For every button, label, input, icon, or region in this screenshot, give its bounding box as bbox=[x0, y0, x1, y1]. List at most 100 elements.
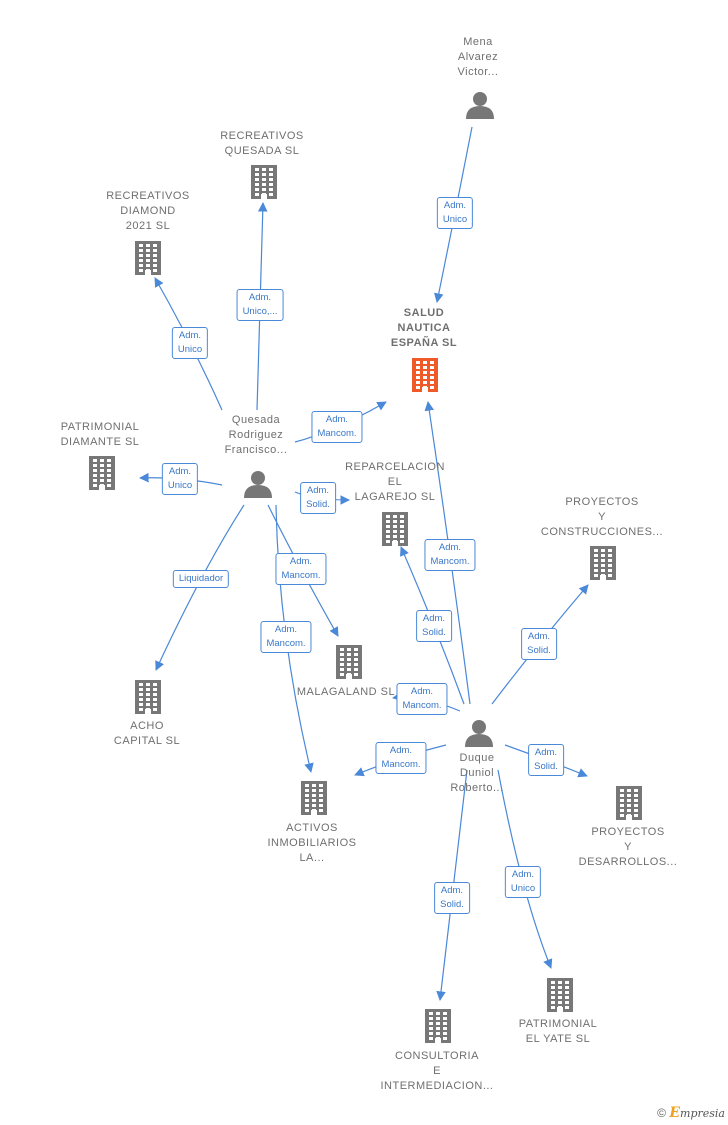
person-icon[interactable] bbox=[465, 720, 493, 747]
edge-label-line: Adm. bbox=[443, 200, 467, 211]
edge-label-quesada-to-recreativos_quesada[interactable]: Adm.Unico,... bbox=[236, 289, 284, 321]
edge-label-line: Unico bbox=[510, 883, 536, 894]
node-label-line: PROYECTOS bbox=[591, 826, 665, 838]
node-label-line: Y bbox=[624, 841, 632, 853]
building-icon[interactable] bbox=[616, 786, 642, 820]
edge-label-line: Mancom. bbox=[430, 556, 470, 567]
edge-label-line: Adm. bbox=[527, 631, 551, 642]
node-label-line: CAPITAL SL bbox=[113, 735, 181, 747]
building-icon[interactable] bbox=[412, 358, 438, 392]
node-label-line: SALUD bbox=[403, 307, 445, 319]
building-icon[interactable] bbox=[590, 546, 616, 580]
edge-label-quesada-to-activos[interactable]: Adm. Mancom. bbox=[260, 621, 312, 653]
node-label-line: QUESADA SL bbox=[224, 145, 300, 157]
edge-label-duque-to-patrimonial_yate[interactable]: Adm. Unico bbox=[504, 866, 542, 898]
edge-label-duque-to-consultoria[interactable]: Adm. Solid. bbox=[434, 882, 470, 914]
building-icon[interactable] bbox=[89, 456, 115, 490]
edge-label-line: Solid. bbox=[422, 627, 446, 638]
person-icon[interactable] bbox=[244, 471, 272, 498]
node-label-line: Francisco... bbox=[224, 444, 288, 456]
edge-label-line: Adm. bbox=[438, 542, 462, 553]
edge-label-line: Adm. bbox=[440, 885, 464, 896]
edge-label-line: Unico bbox=[177, 344, 203, 355]
edge-label-line: Adm. bbox=[306, 485, 330, 496]
edge-label-quesada-to-reparcelacion[interactable]: Adm. Solid. bbox=[300, 482, 336, 514]
node-label-line: CONSTRUCCIONES... bbox=[540, 526, 664, 538]
edge-label-line: Adm. bbox=[248, 292, 272, 303]
building-icon[interactable] bbox=[336, 645, 362, 679]
node-label-line: INTERMEDIACION... bbox=[380, 1080, 494, 1092]
edge-label-line: Mancom. bbox=[402, 700, 442, 711]
edge-label-duque-to-salud[interactable]: Adm. Mancom. bbox=[424, 539, 476, 571]
edge-label-quesada-to-salud[interactable]: Adm.Mancom. bbox=[311, 411, 363, 443]
node-label-patrimonial_yate[interactable]: PATRIMONIAL EL YATE SL bbox=[488, 1017, 628, 1047]
building-icon[interactable] bbox=[425, 1009, 451, 1043]
node-label-malagaland[interactable]: MALAGALAND SL bbox=[276, 685, 416, 700]
building-icon[interactable] bbox=[547, 978, 573, 1012]
node-label-line: LAGAREJO SL bbox=[354, 491, 436, 503]
edge-label-mena-to-salud[interactable]: Adm. Unico bbox=[436, 197, 474, 229]
edge-label-duque-to-reparcelacion[interactable]: Adm. Solid. bbox=[416, 610, 452, 642]
edge-label-line: Adm. bbox=[422, 613, 446, 624]
node-label-line: LA... bbox=[299, 852, 325, 864]
edge-label-line: Solid. bbox=[306, 499, 330, 510]
edge-label-line: Adm. bbox=[325, 414, 349, 425]
node-label-line: Duque bbox=[459, 752, 495, 764]
edge-label-duque-to-activos[interactable]: Adm.Mancom. bbox=[375, 742, 427, 774]
node-label-line: ESPAÑA SL bbox=[390, 337, 458, 349]
building-icon[interactable] bbox=[251, 165, 277, 199]
building-icon[interactable] bbox=[135, 680, 161, 714]
edge-label-line: Mancom. bbox=[266, 638, 306, 649]
building-icon[interactable] bbox=[382, 512, 408, 546]
node-label-recreativos_quesada[interactable]: RECREATIVOS QUESADA SL bbox=[192, 129, 332, 159]
node-label-line: EL YATE SL bbox=[525, 1033, 591, 1045]
node-label-line: PATRIMONIAL bbox=[518, 1018, 598, 1030]
node-label-line: RECREATIVOS bbox=[220, 130, 304, 142]
node-label-line: E bbox=[433, 1065, 441, 1077]
edge-label-duque-to-proyectos_desarrollos[interactable]: Adm.Solid. bbox=[528, 744, 564, 776]
edge-label-line: Adm. bbox=[534, 747, 558, 758]
edge-label-line: Adm. bbox=[410, 686, 434, 697]
node-label-line: RECREATIVOS bbox=[106, 190, 190, 202]
edge-label-line: Unico bbox=[442, 214, 468, 225]
edge-label-line: Adm. bbox=[289, 556, 313, 567]
edge-label-line: Adm. bbox=[274, 624, 298, 635]
node-label-line: Rodriguez bbox=[228, 429, 284, 441]
node-label-line: Victor... bbox=[457, 66, 499, 78]
edge-label-quesada-to-patrimonial_diamante[interactable]: Adm. Unico bbox=[161, 463, 199, 495]
person-icon[interactable] bbox=[466, 92, 494, 119]
edge-label-duque-to-proyectos_construcciones[interactable]: Adm.Solid. bbox=[521, 628, 557, 660]
node-label-line: Y bbox=[598, 511, 606, 523]
node-label-proyectos_desarrollos[interactable]: PROYECTOS Y DESARROLLOS... bbox=[558, 825, 698, 870]
brand-logo[interactable]: Empresia bbox=[669, 1105, 725, 1121]
edge-label-quesada-to-acho[interactable]: Liquidador bbox=[172, 570, 230, 588]
node-label-line: Duniol bbox=[459, 767, 495, 779]
building-icon[interactable] bbox=[301, 781, 327, 815]
edge-label-line: Adm. bbox=[389, 745, 413, 756]
edge-label-line: Adm. bbox=[511, 869, 535, 880]
node-label-line: DESARROLLOS... bbox=[578, 856, 678, 868]
node-label-line: REPARCELACION bbox=[345, 461, 445, 473]
edge-label-quesada-to-recreativos_diamond[interactable]: Adm. Unico bbox=[171, 327, 209, 359]
edge-label-duque-to-malagaland[interactable]: Adm. Mancom. bbox=[396, 683, 448, 715]
edge-label-line: Adm. bbox=[178, 330, 202, 341]
edge-label-line: Unico bbox=[167, 480, 193, 491]
node-label-line: INMOBILIARIOS bbox=[267, 837, 357, 849]
edge-label-quesada-to-malagaland[interactable]: Adm.Mancom. bbox=[275, 553, 327, 585]
edge-label-line: Solid. bbox=[440, 899, 464, 910]
node-label-line: Alvarez bbox=[457, 51, 499, 63]
building-icon[interactable] bbox=[135, 241, 161, 275]
edge-label-line: Adm. bbox=[168, 466, 192, 477]
node-label-line: Mena bbox=[463, 36, 493, 48]
